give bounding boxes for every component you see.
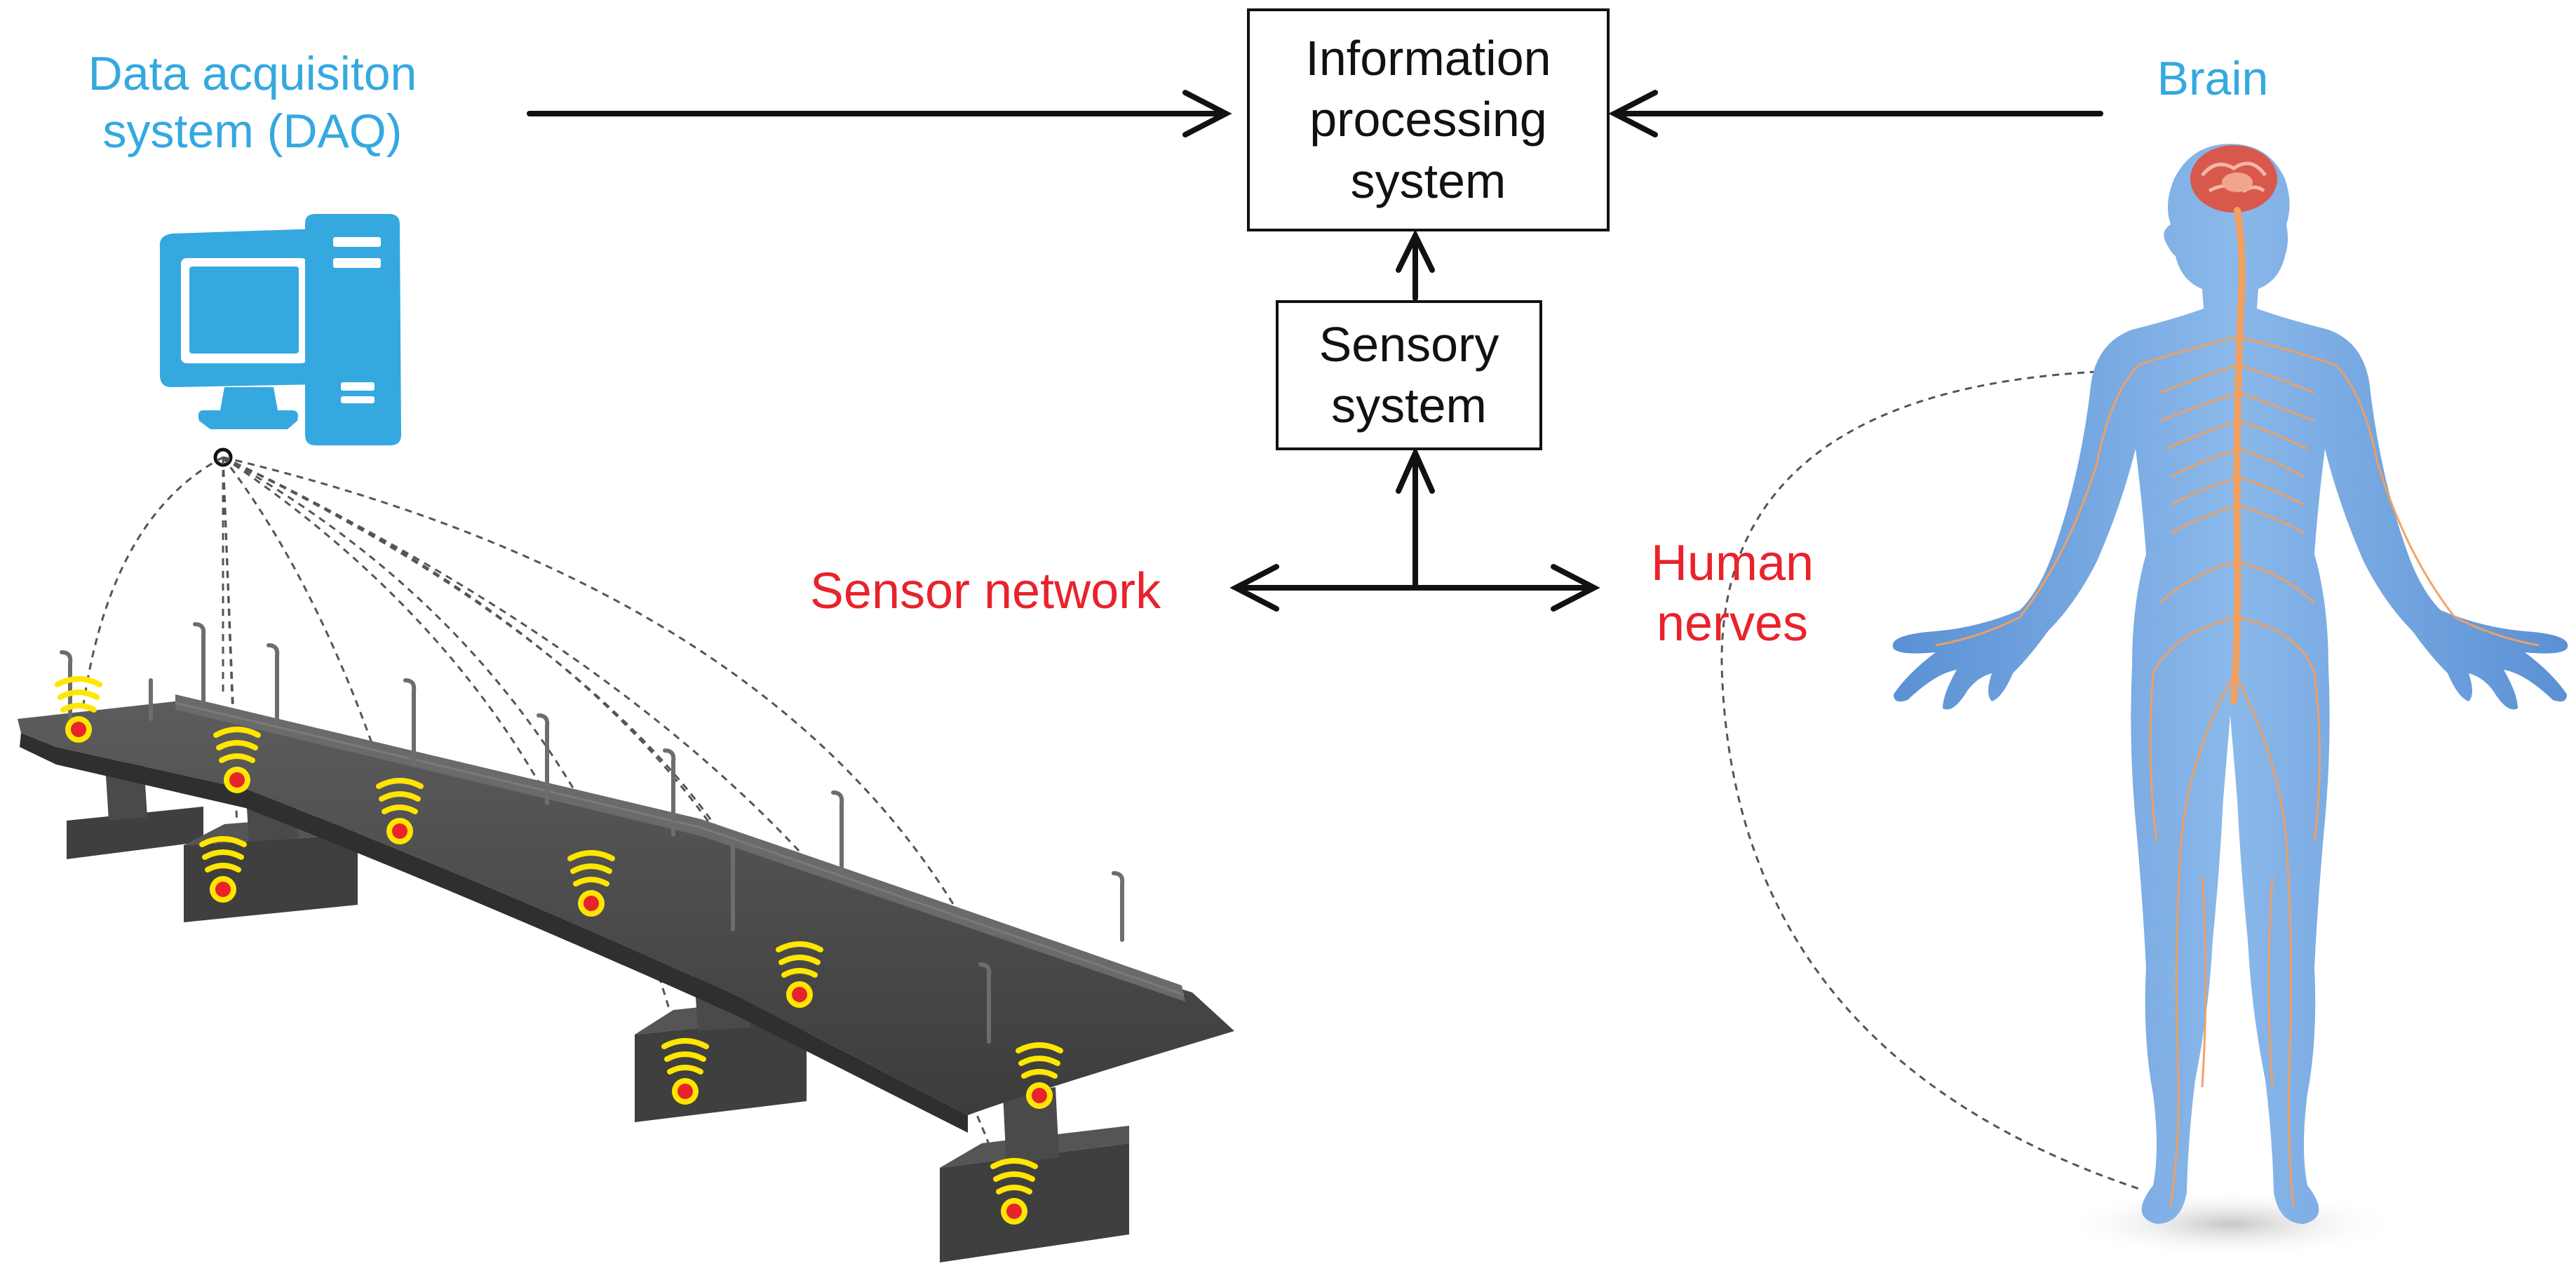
- wireless-sensor-icon: [199, 836, 247, 903]
- human-nervous-system-illustration: [1892, 144, 2568, 1259]
- wireless-sensors: [55, 676, 1063, 1225]
- arrow-brain-to-processing: [1608, 90, 2103, 137]
- information-processing-box: Information processing system: [1247, 8, 1610, 231]
- brain-label-text: Brain: [2157, 52, 2269, 105]
- information-processing-line2: processing: [1309, 92, 1547, 147]
- daq-label-line1: Data acquisiton: [88, 47, 417, 100]
- arrow-sensors-to-sensory: [1396, 446, 1435, 591]
- wireless-sensor-icon: [990, 1158, 1038, 1225]
- wireless-sensor-icon: [776, 941, 823, 1008]
- daq-label-line2: system (DAQ): [102, 104, 403, 158]
- information-processing-line3: system: [1350, 153, 1506, 208]
- wireless-sensor-icon: [213, 727, 261, 793]
- arrow-daq-to-processing: [527, 90, 1232, 137]
- sensor-network-label: Sensor network: [768, 561, 1203, 621]
- brain-label: Brain: [2125, 50, 2300, 108]
- human-nerves-label-line2: nerves: [1656, 595, 1809, 652]
- wireless-sensor-icon: [376, 778, 424, 844]
- arrow-bidirectional-sensor-nerves: [1229, 564, 1600, 612]
- nerve-link: [1720, 370, 2140, 1190]
- information-processing-line1: Information: [1305, 30, 1551, 86]
- human-nerves-label: Human nerves: [1613, 533, 1852, 654]
- daq-label: Data acquisiton system (DAQ): [67, 46, 438, 160]
- desktop-computer-icon: [159, 214, 401, 445]
- sensory-system-line2: system: [1331, 378, 1487, 433]
- sensory-system-box: Sensory system: [1276, 300, 1542, 450]
- sensory-system-line1: Sensory: [1319, 316, 1499, 372]
- wireless-sensor-icon: [1016, 1042, 1063, 1109]
- arrow-sensory-to-processing: [1396, 229, 1435, 301]
- wireless-sensor-icon: [567, 850, 615, 917]
- human-nerves-label-line1: Human: [1650, 535, 1814, 591]
- sensor-network-label-text: Sensor network: [809, 563, 1161, 619]
- wireless-sensor-icon: [55, 676, 102, 743]
- wireless-sensor-icon: [661, 1038, 709, 1105]
- bridge-illustration: [18, 622, 1234, 1262]
